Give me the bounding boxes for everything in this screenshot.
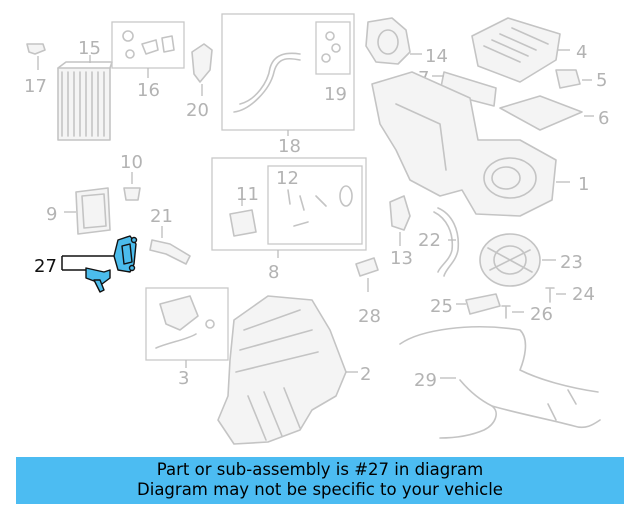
label-13: 13 bbox=[390, 248, 413, 269]
part-27-highlighted bbox=[61, 235, 138, 293]
part-20-bracket bbox=[191, 43, 213, 96]
label-1: 1 bbox=[578, 174, 589, 195]
part-8-module bbox=[211, 157, 367, 258]
banner-line-1: Part or sub-assembly is #27 in diagram bbox=[156, 460, 484, 479]
part-16-hardware bbox=[111, 21, 185, 78]
label-24: 24 bbox=[572, 284, 595, 305]
info-banner: Part or sub-assembly is #27 in diagram D… bbox=[16, 457, 624, 504]
part-15-evaporator bbox=[57, 55, 113, 141]
label-15: 15 bbox=[78, 38, 101, 59]
part-1-housing bbox=[371, 71, 570, 217]
part-4-vent bbox=[471, 17, 570, 83]
part-18-pipes bbox=[221, 13, 355, 136]
part-2-lower-housing bbox=[217, 295, 358, 445]
part-14-seal bbox=[365, 17, 422, 65]
label-23: 23 bbox=[560, 252, 583, 273]
label-28: 28 bbox=[358, 306, 381, 327]
label-17: 17 bbox=[24, 76, 47, 97]
part-29-harness bbox=[399, 326, 601, 439]
label-19: 19 bbox=[324, 84, 347, 105]
label-11: 11 bbox=[236, 184, 259, 205]
part-6-cabin-filter bbox=[499, 95, 594, 131]
label-27-highlighted: 27 bbox=[34, 256, 57, 277]
part-28-connector bbox=[355, 257, 379, 292]
parts-diagram: 15 17 16 20 18 19 14 bbox=[24, 13, 609, 445]
label-25: 25 bbox=[430, 296, 453, 317]
part-13-sensor bbox=[389, 195, 411, 246]
label-6: 6 bbox=[598, 108, 609, 129]
label-21: 21 bbox=[150, 206, 173, 227]
part-9-filter bbox=[64, 187, 111, 235]
part-10-sensor bbox=[123, 172, 141, 201]
part-22-hose bbox=[433, 207, 460, 277]
label-22: 22 bbox=[418, 230, 441, 251]
label-5: 5 bbox=[596, 70, 607, 91]
banner-line-2: Diagram may not be specific to your vehi… bbox=[137, 480, 503, 499]
label-18: 18 bbox=[278, 136, 301, 157]
part-3-linkage bbox=[145, 287, 229, 368]
part-17-clip bbox=[26, 43, 46, 70]
part-25-resistor bbox=[456, 293, 501, 315]
label-16: 16 bbox=[137, 80, 160, 101]
label-12: 12 bbox=[276, 168, 299, 189]
label-3: 3 bbox=[178, 368, 189, 389]
label-8: 8 bbox=[268, 262, 279, 283]
part-23-blower-motor bbox=[479, 233, 556, 287]
label-2: 2 bbox=[360, 364, 371, 385]
label-14: 14 bbox=[425, 46, 448, 67]
label-26: 26 bbox=[530, 304, 553, 325]
label-10: 10 bbox=[120, 152, 143, 173]
label-4: 4 bbox=[576, 42, 587, 63]
part-26-screw bbox=[501, 305, 524, 319]
label-20: 20 bbox=[186, 100, 209, 121]
part-5-actuator bbox=[555, 69, 592, 89]
label-9: 9 bbox=[46, 204, 57, 225]
label-29: 29 bbox=[414, 370, 437, 391]
part-24-screw bbox=[545, 287, 566, 303]
part-21-sensor bbox=[149, 226, 191, 265]
